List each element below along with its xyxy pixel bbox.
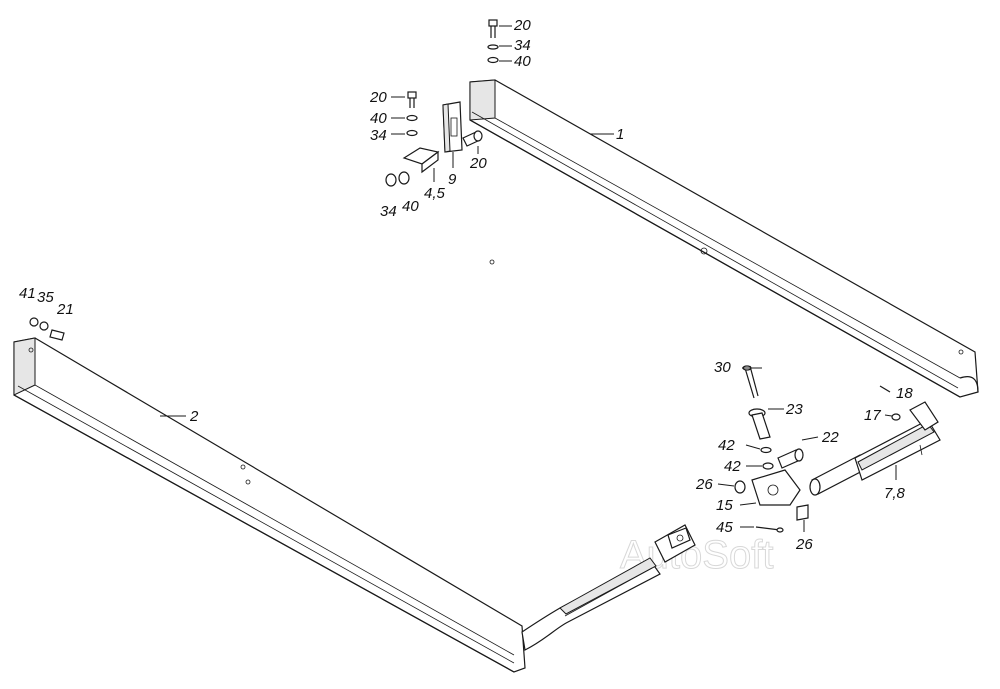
callout-34-low: 34 bbox=[380, 203, 397, 220]
callout-34-top: 34 bbox=[514, 37, 531, 54]
callout-42-b: 42 bbox=[724, 458, 741, 475]
callout-45: 45 bbox=[716, 519, 733, 536]
callout-40-low: 40 bbox=[402, 198, 419, 215]
callout-20-left: 20 bbox=[369, 89, 387, 106]
callout-labels: 20 34 40 1 20 40 34 9 20 4,5 34 40 41 35… bbox=[19, 17, 913, 553]
part-2-bar bbox=[13, 337, 526, 673]
hinge-hardware bbox=[734, 365, 901, 533]
callout-23: 23 bbox=[785, 401, 803, 418]
callout-20-top: 20 bbox=[513, 17, 531, 34]
part-1-bar bbox=[469, 79, 979, 398]
callout-40-top: 40 bbox=[514, 53, 531, 70]
part-7-8-arm bbox=[809, 401, 941, 496]
callout-26-b: 26 bbox=[795, 536, 813, 553]
callout-15: 15 bbox=[716, 497, 733, 514]
lower-arm-assembly bbox=[521, 524, 696, 651]
callout-4-5: 4,5 bbox=[424, 185, 446, 202]
callout-22: 22 bbox=[821, 429, 839, 446]
callout-9: 9 bbox=[448, 171, 457, 188]
callout-40-left: 40 bbox=[370, 110, 387, 127]
callout-20-mid: 20 bbox=[469, 155, 487, 172]
callout-18: 18 bbox=[896, 385, 913, 402]
upper-hardware bbox=[29, 19, 499, 341]
callout-41: 41 bbox=[19, 285, 36, 302]
callout-30: 30 bbox=[714, 359, 731, 376]
leader-lines bbox=[160, 25, 897, 532]
callout-21: 21 bbox=[56, 301, 74, 318]
callout-17: 17 bbox=[864, 407, 881, 424]
callout-42-a: 42 bbox=[718, 437, 735, 454]
callout-1: 1 bbox=[616, 126, 624, 143]
callout-26-a: 26 bbox=[695, 476, 713, 493]
callout-7-8: 7,8 bbox=[884, 485, 906, 502]
callout-2: 2 bbox=[189, 408, 199, 425]
callout-34-left: 34 bbox=[370, 127, 387, 144]
callout-35: 35 bbox=[37, 289, 54, 306]
